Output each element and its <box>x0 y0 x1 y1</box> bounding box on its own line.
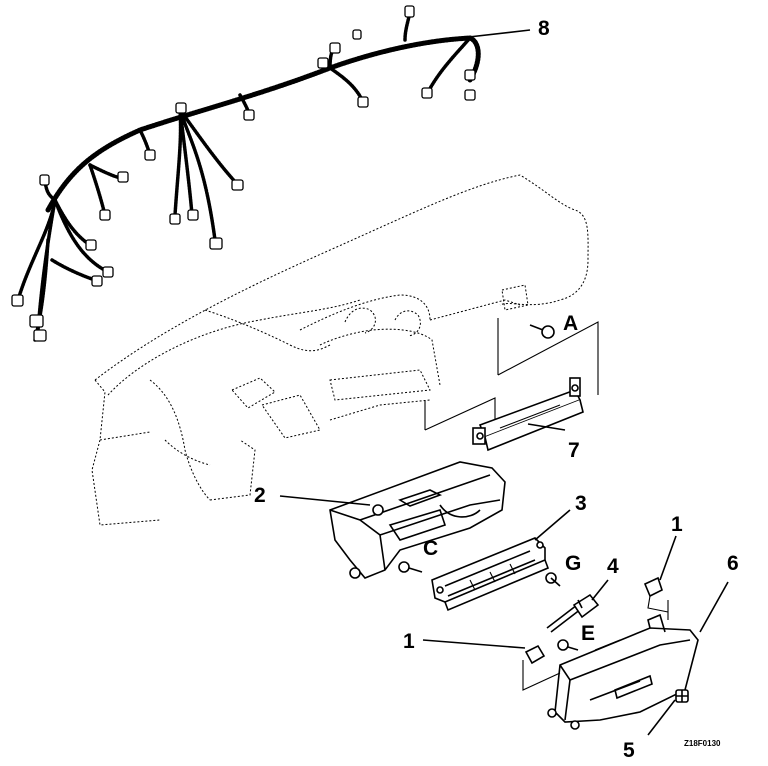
leader-lines <box>279 29 729 736</box>
callout-4: 4 <box>607 555 619 578</box>
callout-6: 6 <box>727 552 739 575</box>
callout-3: 3 <box>575 492 587 515</box>
figure-code: Z18F0130 <box>684 739 721 748</box>
clip-upper <box>643 576 669 620</box>
callout-1-upper: 1 <box>671 513 683 536</box>
trim-panel <box>431 537 550 612</box>
callout-a: A <box>563 312 578 335</box>
fastener-part-5 <box>675 689 689 703</box>
damper-part-4 <box>546 593 600 633</box>
callout-5: 5 <box>623 739 635 762</box>
detail-box-lines <box>424 318 599 431</box>
callout-8: 8 <box>538 17 550 40</box>
callout-c: C <box>423 537 438 560</box>
bolt-a <box>529 324 555 339</box>
glove-box-housing <box>329 461 506 579</box>
dashboard-outline <box>91 174 589 526</box>
callout-2: 2 <box>254 484 266 507</box>
callout-7: 7 <box>568 439 580 462</box>
clip-lower <box>522 644 561 691</box>
callout-g: G <box>565 552 581 575</box>
callout-1-lower: 1 <box>403 630 415 653</box>
bolt-c <box>398 561 423 573</box>
bracket <box>472 377 584 452</box>
callout-e: E <box>581 622 595 645</box>
bolt-e <box>557 639 579 651</box>
bolt-g <box>545 572 561 587</box>
wiring-harness <box>11 5 481 342</box>
lower-tray <box>547 613 699 730</box>
